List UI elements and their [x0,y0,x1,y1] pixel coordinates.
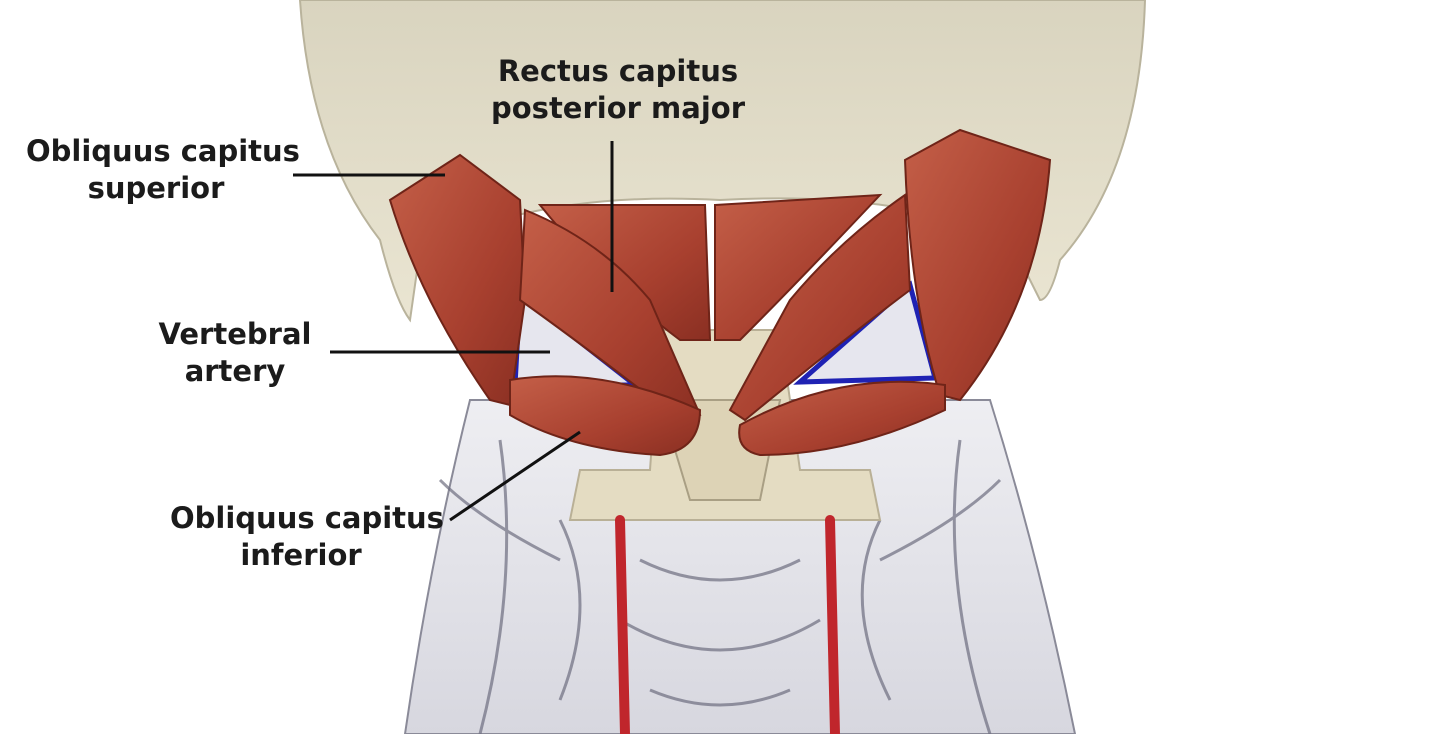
right-rectus-capitus-major [728,193,912,422]
muscles [388,128,1052,457]
label-vertebral-artery: Vertebral artery [150,316,320,390]
label-rectus-major-line2: posterior major [491,91,745,125]
label-vertebral-artery-line2: artery [184,354,286,388]
right-obliquus-capitus-superior [903,128,1052,402]
right-rectus-capitus-minor [714,193,883,341]
left-obliquus-capitus-inferior [509,375,702,457]
label-rectus-capitus-posterior-major: Rectus capitus posterior major [488,53,748,127]
skull [298,0,1147,323]
label-obliquus-superior-line2: superior [87,171,225,205]
label-obliquus-superior-line1: Obliquus capitus [26,134,300,168]
right-obliquus-capitus-inferior [738,380,946,457]
leader-lines [293,141,614,522]
label-obliquus-inferior-line2: inferior [240,538,362,572]
right-suboccipital-triangle [793,280,939,385]
label-obliquus-inferior-line1: Obliquus capitus [170,501,444,535]
label-obliquus-capitus-superior: Obliquus capitus superior [26,133,300,207]
label-obliquus-capitus-inferior: Obliquus capitus inferior [170,500,444,574]
label-vertebral-artery-line1: Vertebral [158,317,312,351]
neck-soft-tissue [403,399,1077,734]
label-rectus-major-line1: Rectus capitus [497,54,739,88]
leader-obliquus-inferior [449,430,581,522]
neck-contour-lines [438,439,1002,734]
